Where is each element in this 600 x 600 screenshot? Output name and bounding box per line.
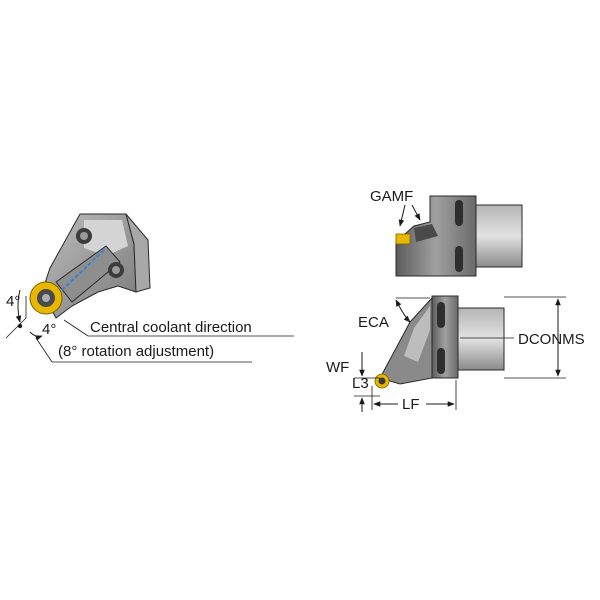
left-tool-view: 4° 4° Central coolant direction (8° rota… bbox=[5, 213, 294, 363]
coolant-leader bbox=[63, 319, 89, 337]
right-side-view: GAMF bbox=[370, 188, 523, 277]
dconms-label: DCONMS bbox=[518, 331, 585, 348]
slot-icon bbox=[455, 246, 463, 272]
coolant-leader bbox=[35, 337, 53, 363]
tool-arm bbox=[55, 245, 121, 303]
eca-label: ECA bbox=[358, 314, 389, 331]
angle-arc bbox=[15, 289, 22, 323]
angle-ext-line bbox=[5, 317, 27, 339]
screw-icon bbox=[76, 228, 92, 244]
slot-icon bbox=[437, 348, 445, 374]
slot-icon bbox=[437, 302, 445, 328]
angle-top-label: 4° bbox=[6, 293, 20, 310]
lf-label: LF bbox=[402, 396, 420, 413]
angle-arc bbox=[29, 331, 43, 341]
right-top-view: ECA DCONMS WF L3 LF bbox=[326, 295, 585, 413]
coolant-direction-label: Central coolant direction bbox=[90, 319, 252, 336]
eca-arc bbox=[395, 299, 411, 323]
wf-label: WF bbox=[326, 359, 349, 376]
insert-icon bbox=[395, 233, 411, 245]
pivot-dot bbox=[17, 323, 23, 329]
top-view-face bbox=[404, 306, 430, 362]
gamf-label: GAMF bbox=[370, 188, 413, 205]
rotation-adjustment-label: (8° rotation adjustment) bbox=[58, 343, 214, 360]
round-insert-icon bbox=[29, 281, 63, 315]
shank-bottom bbox=[455, 307, 505, 371]
shank-top bbox=[473, 204, 523, 268]
lf-label-bg bbox=[398, 396, 426, 412]
coolant-channel-line bbox=[59, 249, 105, 293]
gamf-arrow bbox=[411, 204, 421, 221]
screw-icon bbox=[108, 262, 124, 278]
round-insert-icon bbox=[374, 373, 390, 389]
angle-bottom-label: 4° bbox=[42, 321, 56, 338]
clamp bbox=[414, 224, 438, 242]
gamf-arrow bbox=[398, 204, 406, 227]
tool-head-face bbox=[84, 220, 128, 256]
slot-icon bbox=[455, 200, 463, 226]
l3-label: L3 bbox=[352, 375, 369, 392]
tool-flank bbox=[125, 213, 151, 293]
